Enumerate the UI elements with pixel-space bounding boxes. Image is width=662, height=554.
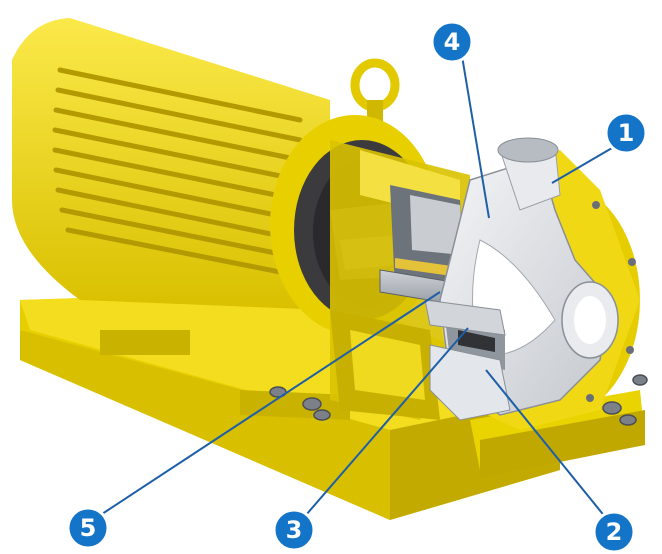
callout-1-label: 1 [618, 119, 635, 147]
casing-bolts [586, 201, 636, 402]
callout-5: 5 [66, 506, 110, 550]
leader-lines [101, 55, 613, 519]
bolt-heads [269, 374, 648, 426]
callout-2: 2 [592, 510, 636, 554]
leader-line-4 [461, 55, 490, 219]
callout-4-label: 4 [444, 28, 461, 56]
callout-3: 3 [272, 508, 316, 552]
callout-5-label: 5 [80, 514, 97, 542]
leader-line-5 [101, 291, 441, 515]
leader-line-1 [551, 147, 613, 184]
cooling-fins [52, 67, 303, 279]
callout-4: 4 [430, 20, 474, 64]
callout-1: 1 [604, 111, 648, 155]
callout-3-label: 3 [286, 516, 303, 544]
leader-line-2 [485, 369, 607, 519]
leader-line-3 [305, 327, 469, 516]
callout-2-label: 2 [606, 518, 623, 546]
pump-casing [424, 137, 640, 430]
